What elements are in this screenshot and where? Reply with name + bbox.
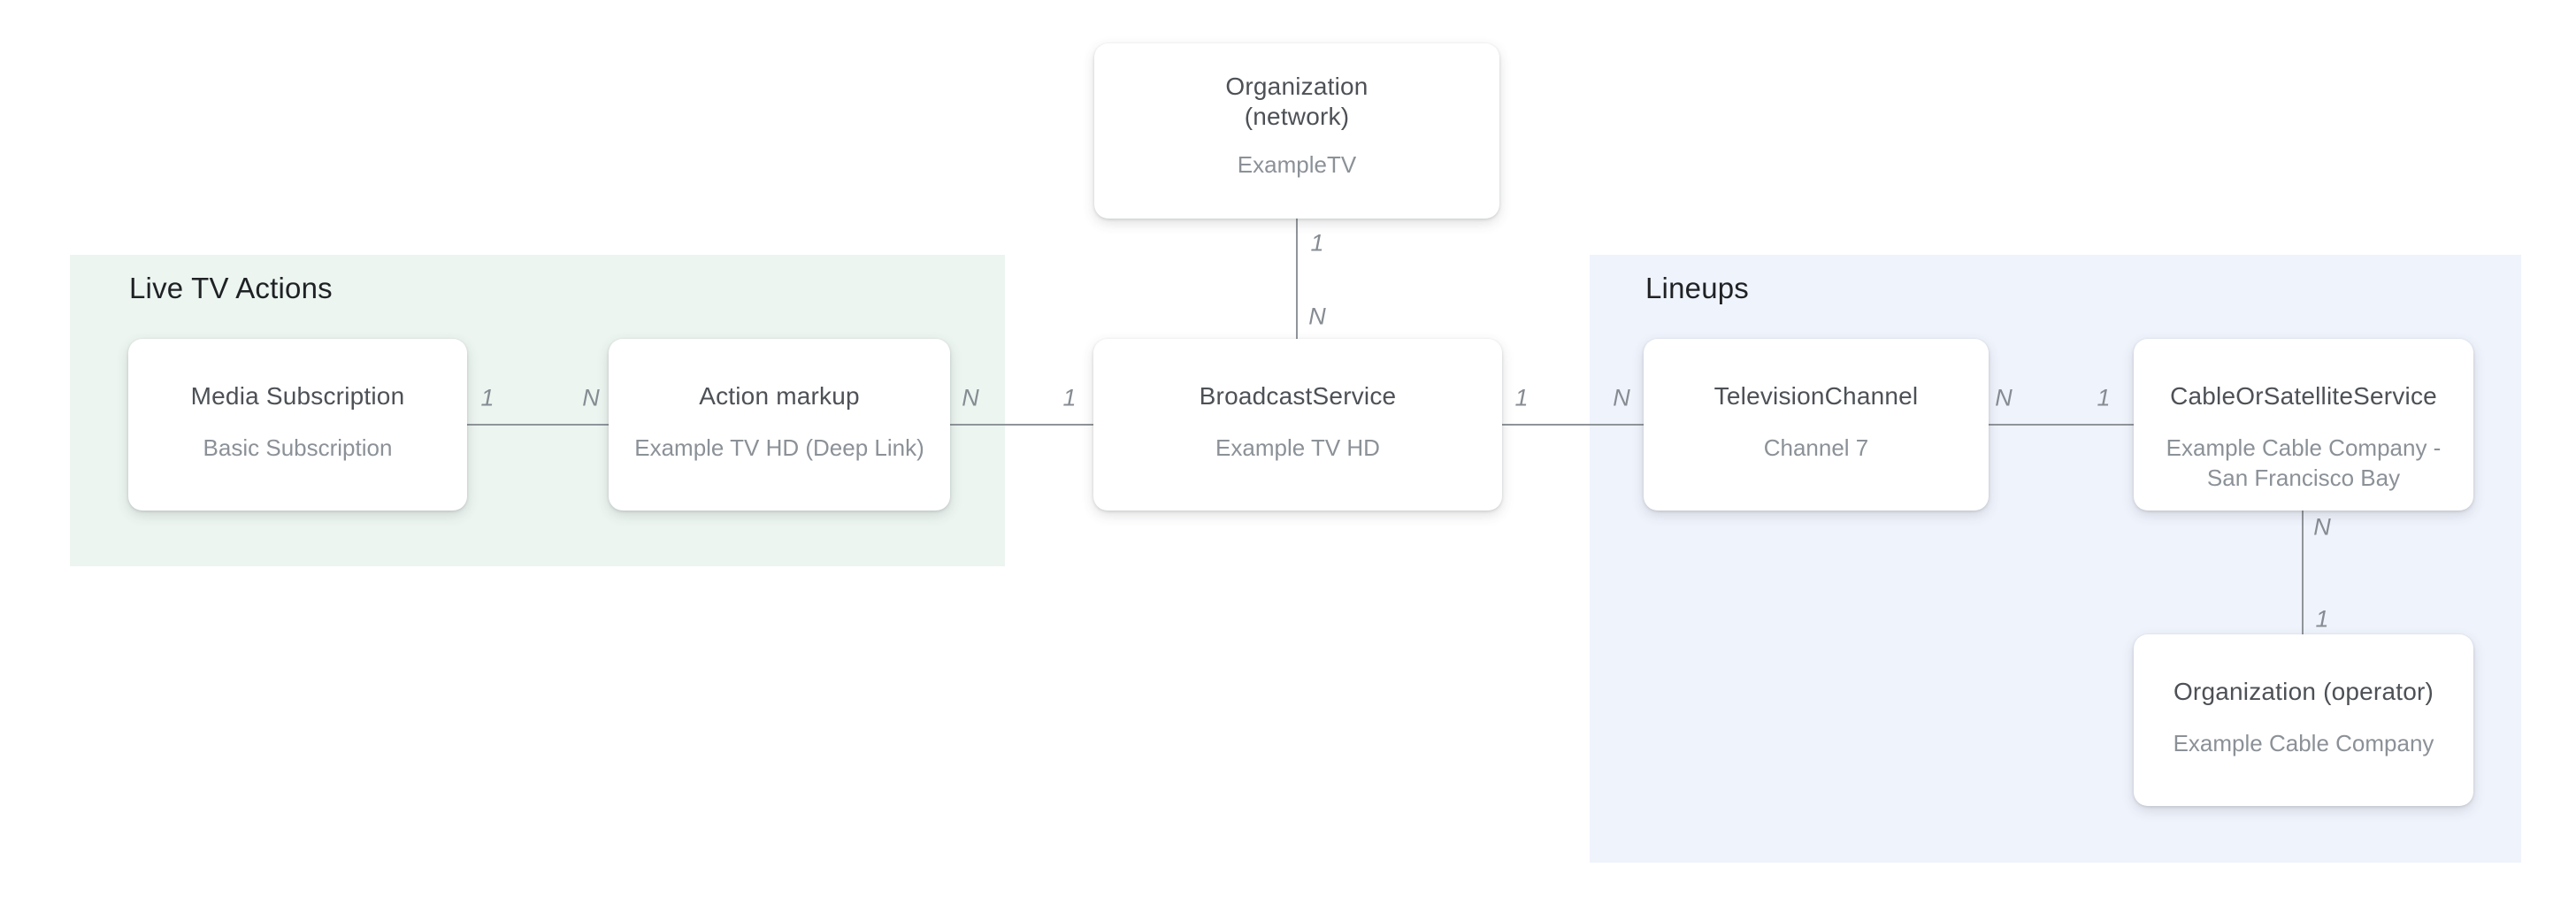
node-television-channel: TelevisionChannel Channel 7 xyxy=(1644,339,1989,511)
cardinality-label: 1 xyxy=(2097,384,2111,411)
node-instance-label: Example Cable Company - San Francisco Ba… xyxy=(2166,434,2442,491)
edge-cable-service-to-organization-operator xyxy=(2302,511,2304,634)
cardinality-label: N xyxy=(1995,384,2012,411)
node-type-label: Action markup xyxy=(699,382,860,410)
cardinality-label: 1 xyxy=(1310,229,1324,257)
node-type-label: BroadcastService xyxy=(1199,382,1397,410)
cardinality-label: 1 xyxy=(2315,605,2329,633)
cardinality-label: N xyxy=(962,384,979,411)
cardinality-label: N xyxy=(1308,303,1326,330)
cardinality-label: N xyxy=(1613,384,1630,411)
node-type-label: TelevisionChannel xyxy=(1714,382,1919,410)
node-type-label: Media Subscription xyxy=(190,382,405,410)
edge-television-channel-to-cable-service xyxy=(1989,424,2134,426)
cardinality-label: 1 xyxy=(1062,384,1077,411)
edge-organization-network-to-broadcast-service xyxy=(1296,219,1298,339)
node-instance-label: Example Cable Company xyxy=(2173,730,2434,756)
cardinality-label: 1 xyxy=(1514,384,1529,411)
node-media-subscription: Media Subscription Basic Subscription xyxy=(128,339,467,511)
node-instance-label: Example TV HD xyxy=(1215,434,1380,461)
node-organization-operator: Organization (operator) Example Cable Co… xyxy=(2134,634,2473,806)
edge-media-subscription-to-action-markup xyxy=(467,424,609,426)
node-broadcast-service: BroadcastService Example TV HD xyxy=(1093,339,1502,511)
node-type-label: CableOrSatelliteService xyxy=(2170,382,2437,410)
node-instance-label: Channel 7 xyxy=(1763,434,1869,461)
node-type-label: Organization (network) xyxy=(1225,73,1368,130)
edge-broadcast-service-to-television-channel xyxy=(1502,424,1644,426)
edge-action-markup-to-broadcast-service xyxy=(950,424,1093,426)
node-instance-label: Basic Subscription xyxy=(203,434,393,461)
node-type-label: Organization (operator) xyxy=(2173,678,2434,705)
cardinality-label: N xyxy=(2313,513,2331,541)
region-live-tv-actions-title: Live TV Actions xyxy=(129,272,333,304)
cardinality-label: N xyxy=(582,384,600,411)
region-lineups-title: Lineups xyxy=(1645,272,1749,304)
node-instance-label: ExampleTV xyxy=(1237,151,1357,178)
cardinality-label: 1 xyxy=(480,384,494,411)
node-instance-label: Example TV HD (Deep Link) xyxy=(634,434,924,461)
node-cable-or-satellite-service: CableOrSatelliteService Example Cable Co… xyxy=(2134,339,2473,511)
node-action-markup: Action markup Example TV HD (Deep Link) xyxy=(609,339,950,511)
node-organization-network: Organization (network) ExampleTV xyxy=(1094,43,1499,219)
